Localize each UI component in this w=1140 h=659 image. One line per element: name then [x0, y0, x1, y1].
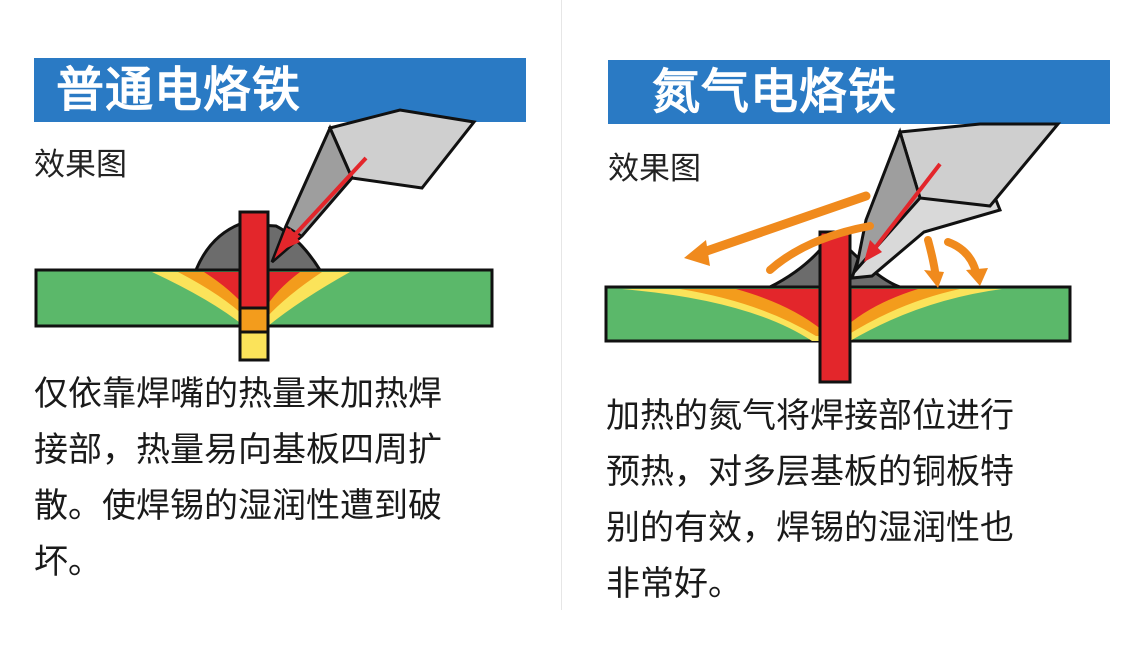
right-nitrogen-flow-left-1	[693, 191, 871, 259]
right-heat-arrow	[870, 162, 942, 254]
left-description-line: 仅依靠焊嘴的热量来加热焊	[34, 374, 442, 414]
right-title: 氮气电烙铁	[652, 64, 898, 120]
right-nitrogen-flow-right-2-head	[966, 268, 988, 286]
right-nitrogen-flow-right-1-head	[924, 270, 944, 288]
right-iron-body	[898, 122, 1062, 208]
left-component-lead-upper	[238, 210, 270, 312]
right-description: 加热的氮气将焊接部位进行 预热，对多层基板的铜板特 别的有效，焊锡的湿润性也 非…	[606, 388, 1116, 612]
right-nitrogen-flow-right-2	[944, 238, 980, 276]
left-description-line: 接部，热量易向基板四周扩	[34, 430, 442, 470]
right-nitrogen-flow-left-2	[766, 222, 874, 274]
right-component-lead	[818, 230, 852, 384]
right-nitrogen-flow-left-1-head	[684, 240, 710, 266]
right-description-line: 别的有效，焊锡的湿润性也	[606, 508, 1014, 548]
left-description-line: 散。使焊锡的湿润性遭到破	[34, 486, 442, 526]
left-description-line: 坏。	[34, 542, 102, 582]
left-heat-arrow	[288, 156, 368, 242]
left-component-lead-mid	[238, 306, 270, 336]
left-diagram	[34, 108, 494, 362]
right-description-line: 非常好。	[606, 564, 742, 604]
left-description: 仅依靠焊嘴的热量来加热焊 接部，热量易向基板四周扩 散。使焊锡的湿润性遭到破 坏…	[34, 366, 534, 590]
right-diagram	[604, 122, 1072, 384]
left-title: 普通电烙铁	[56, 62, 302, 118]
right-description-line: 预热，对多层基板的铜板特	[606, 452, 1014, 492]
right-iron-tip	[853, 127, 922, 276]
left-subtitle: 效果图	[34, 147, 127, 183]
panel-divider	[561, 0, 562, 610]
right-title-bar: 氮气电烙铁	[608, 60, 1110, 124]
right-heat-arrowhead	[864, 240, 882, 262]
left-component-lead-lower	[238, 330, 270, 362]
right-description-line: 加热的氮气将焊接部位进行	[606, 396, 1014, 436]
left-title-bar: 普通电烙铁	[34, 58, 526, 122]
right-subtitle: 效果图	[608, 151, 701, 187]
left-heat-arrowhead	[282, 228, 300, 250]
